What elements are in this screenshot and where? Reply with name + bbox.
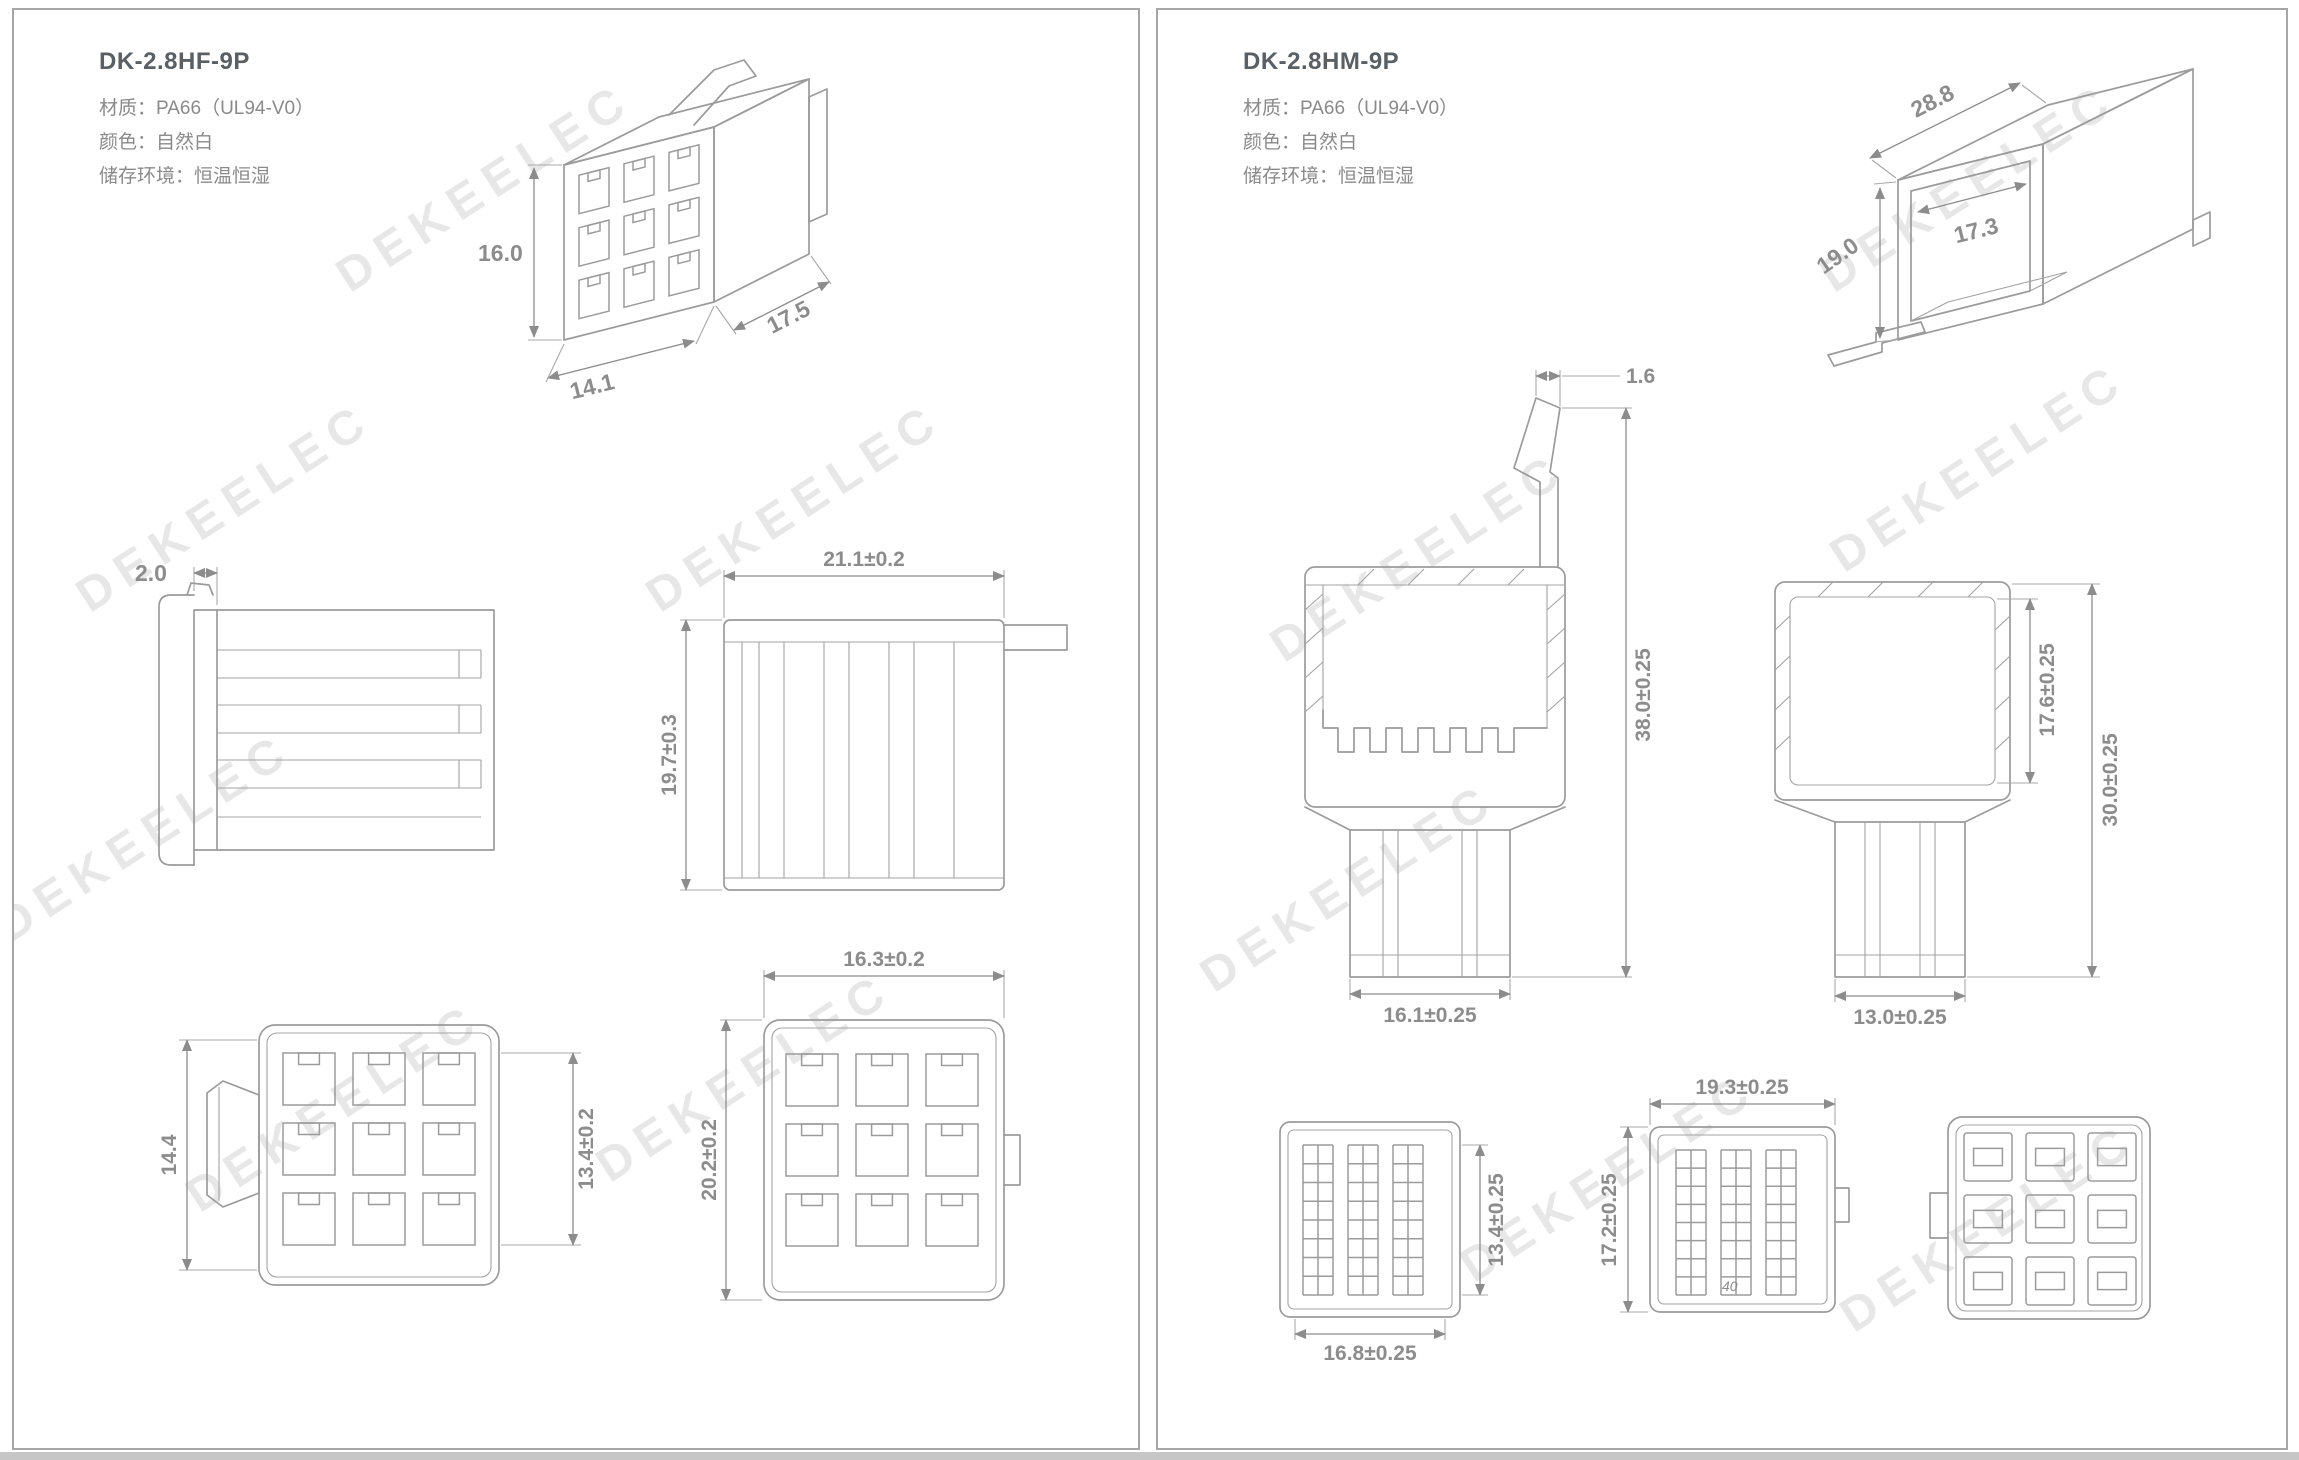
spec-color: 颜色：自然白 [99,132,214,154]
iso-view: 16.0 14.1 17.5 [478,59,832,404]
spec-material: 材质：PA66（UL94-V0） [1243,98,1459,119]
dim-text: 16.1±0.25 [1383,1004,1477,1027]
dim-text: 20.2±0.2 [698,1119,721,1201]
dim-text: 19.0 [1812,232,1864,279]
dim-rear-b-width: 19.3±0.25 [1649,1076,1836,1125]
note-text: 40 [1722,1278,1738,1294]
dim-text: 19.3±0.25 [1695,1076,1789,1099]
dim-iso-depth: 17.5 [715,255,832,339]
dim-text: 19.7±0.3 [658,714,681,796]
panel-left: DEKEELEC DEKEELEC DEKEELEC DEKEELEC DEKE… [12,8,1140,1450]
front-view: 21.1±0.2 19.7±0.3 [658,548,1068,891]
spec-material: 材质：PA66（UL94-V0） [99,98,315,119]
dim-text: 13.4±0.25 [1485,1173,1508,1267]
dim-rear-a-cavity-height: 13.4±0.25 [1462,1144,1508,1296]
spec-storage: 储存环境：恒温恒湿 [99,166,271,188]
dim-face-height: 20.2±0.2 [698,1019,762,1301]
dim-text: 16.8±0.25 [1323,1342,1417,1365]
left-drawing: 16.0 14.1 17.5 [135,59,1068,1301]
dim-text: 17.2±0.25 [1598,1173,1621,1267]
rear-view-b: 40 19.3±0.25 17.2±0.25 [1598,1076,1849,1312]
dim-latch-thickness: 1.6 [1535,365,1655,406]
iso-view: 28.8 17.3 19.0 [1812,68,2211,367]
dim-text: 1.6 [1626,365,1655,388]
section-view-left: 1.6 38.0±0.25 16.1±0.25 [1304,365,1655,1027]
part-number: DK-2.8HF-9P [99,48,250,75]
spec-color: 颜色：自然白 [1243,132,1358,154]
dim-cavity-height: 17.6±0.25 [1997,598,2059,784]
side-view: 2.0 [135,560,495,866]
right-drawing: 28.8 17.3 19.0 [1158,68,2211,1448]
dim-text: 14.4 [158,1134,181,1175]
dim-text: 17.6±0.25 [2036,643,2059,737]
section-view-right: 17.6±0.25 30.0±0.25 13.0±0.25 [1774,581,2122,1029]
dim-face-width: 16.3±0.2 [763,948,1005,1018]
face-view: 16.3±0.2 20.2±0.2 [698,948,1021,1301]
rear-view-a: 13.4±0.25 16.8±0.25 [1280,1122,1508,1365]
part-number: DK-2.8HM-9P [1243,48,1400,75]
dim-text: 21.1±0.2 [823,548,905,571]
rear-view: 14.4 13.4±0.2 [158,1025,598,1286]
part-header-left: DK-2.8HF-9P 材质：PA66（UL94-V0） 颜色：自然白 储存环境… [99,48,314,195]
dim-rear-b-height: 17.2±0.25 [1598,1126,1648,1313]
face-view [1930,1117,2150,1319]
dim-text: 2.0 [135,560,167,586]
dim-text: 30.0±0.25 [2099,733,2122,827]
spec-storage: 储存环境：恒温恒湿 [1243,166,1415,188]
dim-section-left-width: 16.1±0.25 [1349,979,1511,1027]
dim-text: 17.5 [763,295,815,339]
dim-front-height: 19.7±0.3 [658,619,722,891]
dim-text: 13.0±0.25 [1853,1006,1947,1029]
dim-rear-cavity-height: 13.4±0.2 [501,1052,598,1246]
dim-text: 16.0 [478,240,523,266]
dim-iso-height: 19.0 [1812,181,1897,343]
panel-right: DEKEELEC DEKEELEC DEKEELEC DEKEELEC DEKE… [1156,8,2288,1450]
dim-text: 28.8 [1907,79,1959,123]
dim-side-tab: 2.0 [135,560,218,605]
dim-section-right-width: 13.0±0.25 [1834,979,1966,1029]
part-header-right: DK-2.8HM-9P 材质：PA66（UL94-V0） 颜色：自然白 储存环境… [1243,48,1458,195]
dim-front-width: 21.1±0.2 [723,548,1005,618]
dim-text: 14.1 [567,368,617,404]
dim-text: 38.0±0.25 [1632,648,1655,742]
dim-iso-width: 17.3 [1917,181,2027,248]
dim-text: 17.3 [1951,212,2001,248]
bottom-strip [0,1452,2299,1460]
dim-iso-width: 14.1 [545,305,715,404]
dim-rear-height: 14.4 [158,1039,257,1271]
dim-rear-a-width: 16.8±0.25 [1294,1319,1446,1365]
dim-text: 16.3±0.2 [843,948,925,971]
dim-section-left-height: 38.0±0.25 [1512,407,1655,978]
dim-iso-height: 16.0 [478,164,562,341]
dim-text: 13.4±0.2 [575,1108,598,1190]
dim-section-right-height: 30.0±0.25 [1967,583,2122,978]
